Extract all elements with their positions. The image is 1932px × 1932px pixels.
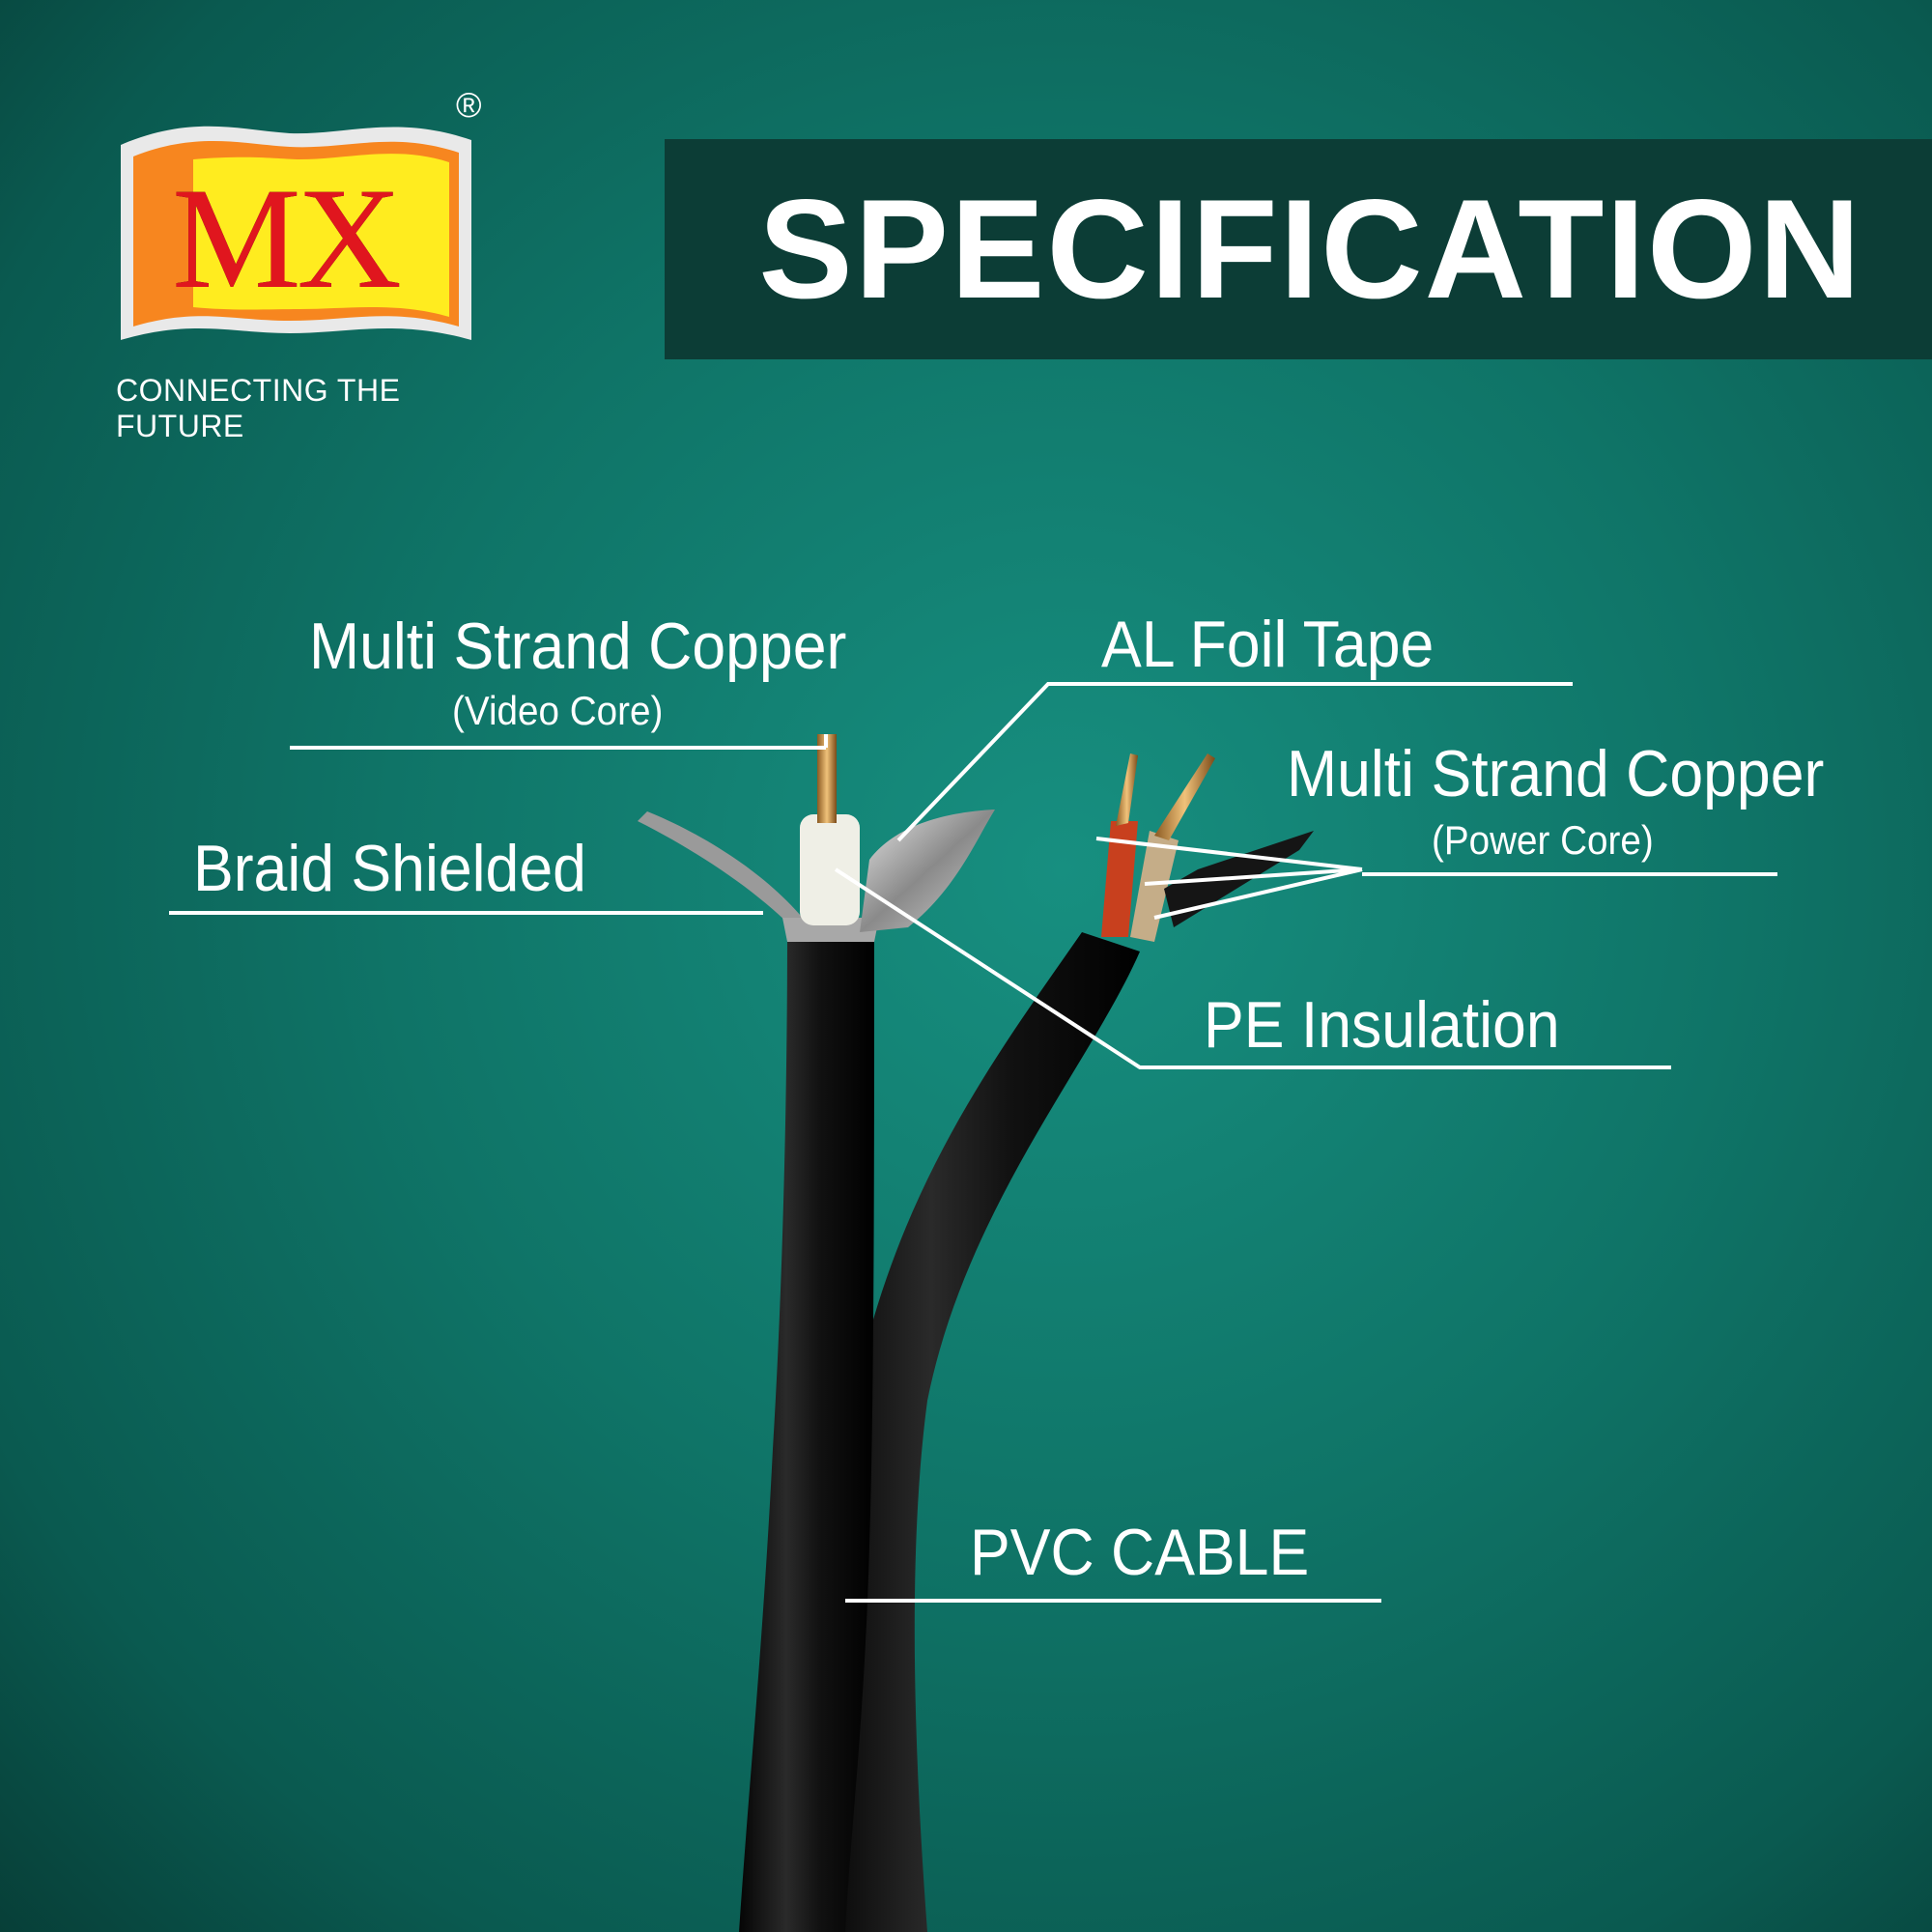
label-foil: AL Foil Tape (1101, 608, 1435, 681)
logo-wordmark: MX (172, 158, 402, 319)
clear-wire-strands (1154, 753, 1215, 840)
page-title: SPECIFICATION (758, 170, 1862, 327)
leader-lines (169, 682, 1777, 1603)
registered-mark: ® (456, 85, 482, 125)
coax-jacket (739, 932, 874, 1932)
video-core-copper (817, 734, 837, 823)
brand-tagline: CONNECTING THE FUTURE (116, 373, 401, 443)
red-wire (1101, 821, 1138, 937)
label-pe: PE Insulation (1204, 988, 1560, 1062)
clear-wire (1130, 831, 1179, 942)
label-power-core: Multi Strand Copper (1287, 737, 1825, 810)
braid-ring (782, 918, 879, 942)
label-power-core-sub: (Power Core) (1432, 817, 1654, 863)
label-video-core-sub: (Video Core) (452, 688, 664, 733)
foil-tape (860, 810, 995, 932)
label-video-core: Multi Strand Copper (309, 610, 847, 683)
braid-strands (638, 811, 807, 927)
header-band (665, 139, 1932, 359)
power-cable-jacket (818, 932, 1140, 1932)
label-pvc: PVC CABLE (970, 1516, 1310, 1589)
pe-dielectric (800, 814, 860, 925)
red-wire-strands (1116, 753, 1138, 826)
label-braid: Braid Shielded (193, 832, 586, 905)
mx-logo-graphic (121, 126, 471, 340)
